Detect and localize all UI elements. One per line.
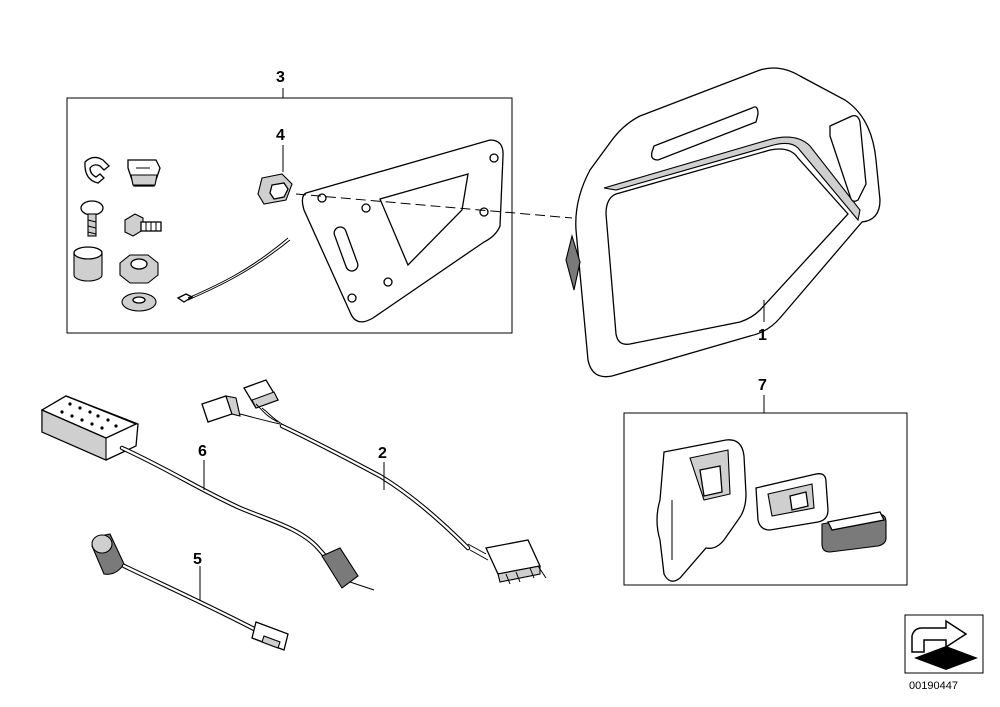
mounting-kit-group xyxy=(66,88,573,334)
mounting-bracket-icon xyxy=(301,139,504,323)
rocker-switch-icon xyxy=(821,511,887,553)
washer-icon xyxy=(121,292,157,312)
callout-5: 5 xyxy=(193,551,202,568)
callout-4: 4 xyxy=(276,127,285,144)
callout-6: 6 xyxy=(198,443,207,460)
cable-tie-icon xyxy=(176,237,291,303)
callout-2: 2 xyxy=(378,445,387,462)
switch-frame-icon xyxy=(755,473,829,531)
grommet-icon xyxy=(257,173,293,205)
switch-kit-frame xyxy=(623,412,908,586)
wiring-harness-group xyxy=(201,379,547,585)
diagram-code: 00190447 xyxy=(909,680,958,692)
sensor-cable-group xyxy=(40,395,375,591)
switch-kit-group xyxy=(623,395,908,586)
hose-clip-icon xyxy=(84,156,110,184)
mounting-kit-frame xyxy=(66,97,513,334)
callout-7: 7 xyxy=(758,377,767,394)
adapter-cable-group xyxy=(91,533,289,651)
screw-icon xyxy=(80,200,104,237)
switch-holder-icon xyxy=(656,439,747,582)
sheet-corner-arrow-icon xyxy=(904,614,984,674)
spring-nut-icon xyxy=(127,159,161,187)
callout-3: 3 xyxy=(276,69,285,86)
callout-1: 1 xyxy=(758,327,767,344)
instrument-housing-icon xyxy=(565,67,881,378)
bushing-icon xyxy=(73,246,103,282)
hex-nut-icon xyxy=(119,254,159,284)
stud-bolt-icon xyxy=(124,213,162,237)
